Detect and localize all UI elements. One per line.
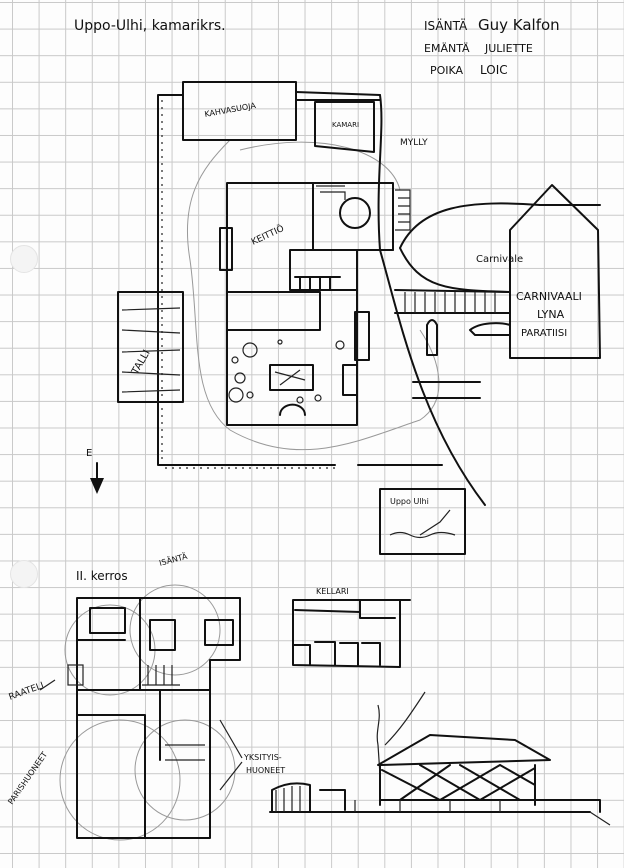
label-carnival-tent: PARATIISI: [521, 328, 567, 339]
resident-name: Guy Kalfon: [478, 16, 560, 34]
cellar-plan: KELLARI: [292, 587, 411, 668]
kahvasuoja-building: [182, 81, 297, 141]
second-floor-title: II. kerros: [76, 569, 128, 583]
carnival-tent: [509, 184, 601, 359]
resident-name: JULIETTE: [484, 42, 533, 55]
compass-label: E: [86, 448, 92, 459]
label-mylly: MYLLY: [400, 138, 428, 148]
resident-role: ISÄNTÄ: [424, 18, 468, 33]
kamari-building: [314, 101, 375, 153]
label-kahvasuoja: KAHVASUOJA: [204, 101, 257, 119]
label-kamari: KAMARI: [332, 121, 359, 129]
talli-building: [117, 291, 184, 403]
uppo-ulhi-sign: [379, 488, 466, 555]
label-carnivale: Carnivale: [476, 254, 523, 265]
label-carnival-tent: LYNA: [537, 308, 565, 321]
resident-name: LOIC: [480, 63, 508, 77]
resident-role: EMÄNTÄ: [424, 42, 470, 55]
resident-role: POIKA: [430, 64, 464, 77]
label-carnival-tent: CARNIVAALI: [516, 290, 582, 303]
label-keittio: KEITTIÖ: [250, 223, 286, 248]
cellar-title: KELLARI: [316, 587, 349, 596]
label-yksityis: YKSITYIS-: [243, 753, 282, 762]
label-sign: Uppo Ulhi: [390, 497, 429, 506]
label-isanta: ISÄNTÄ: [158, 551, 189, 568]
ground-floor-plan: KAHVASUOJA KAMARI MYLLY KEITTIÖ TALLI: [86, 81, 601, 555]
label-raateli: RAATELI: [8, 681, 46, 703]
building-elevation: [269, 691, 611, 826]
sketch-title: Uppo-Ulhi, kamarikrs.: [74, 18, 226, 34]
second-floor-plan: II. kerros ISÄNTÄ RAATELI PARISHUONEET Y…: [6, 551, 285, 841]
label-yksityis: HUONEET: [246, 766, 285, 775]
residents-list: ISÄNTÄ Guy Kalfon EMÄNTÄ JULIETTE POIKA …: [424, 16, 560, 77]
binder-hole: [10, 560, 38, 588]
label-parishuoneet: PARISHUONEET: [6, 750, 49, 806]
binder-hole: [10, 245, 38, 273]
